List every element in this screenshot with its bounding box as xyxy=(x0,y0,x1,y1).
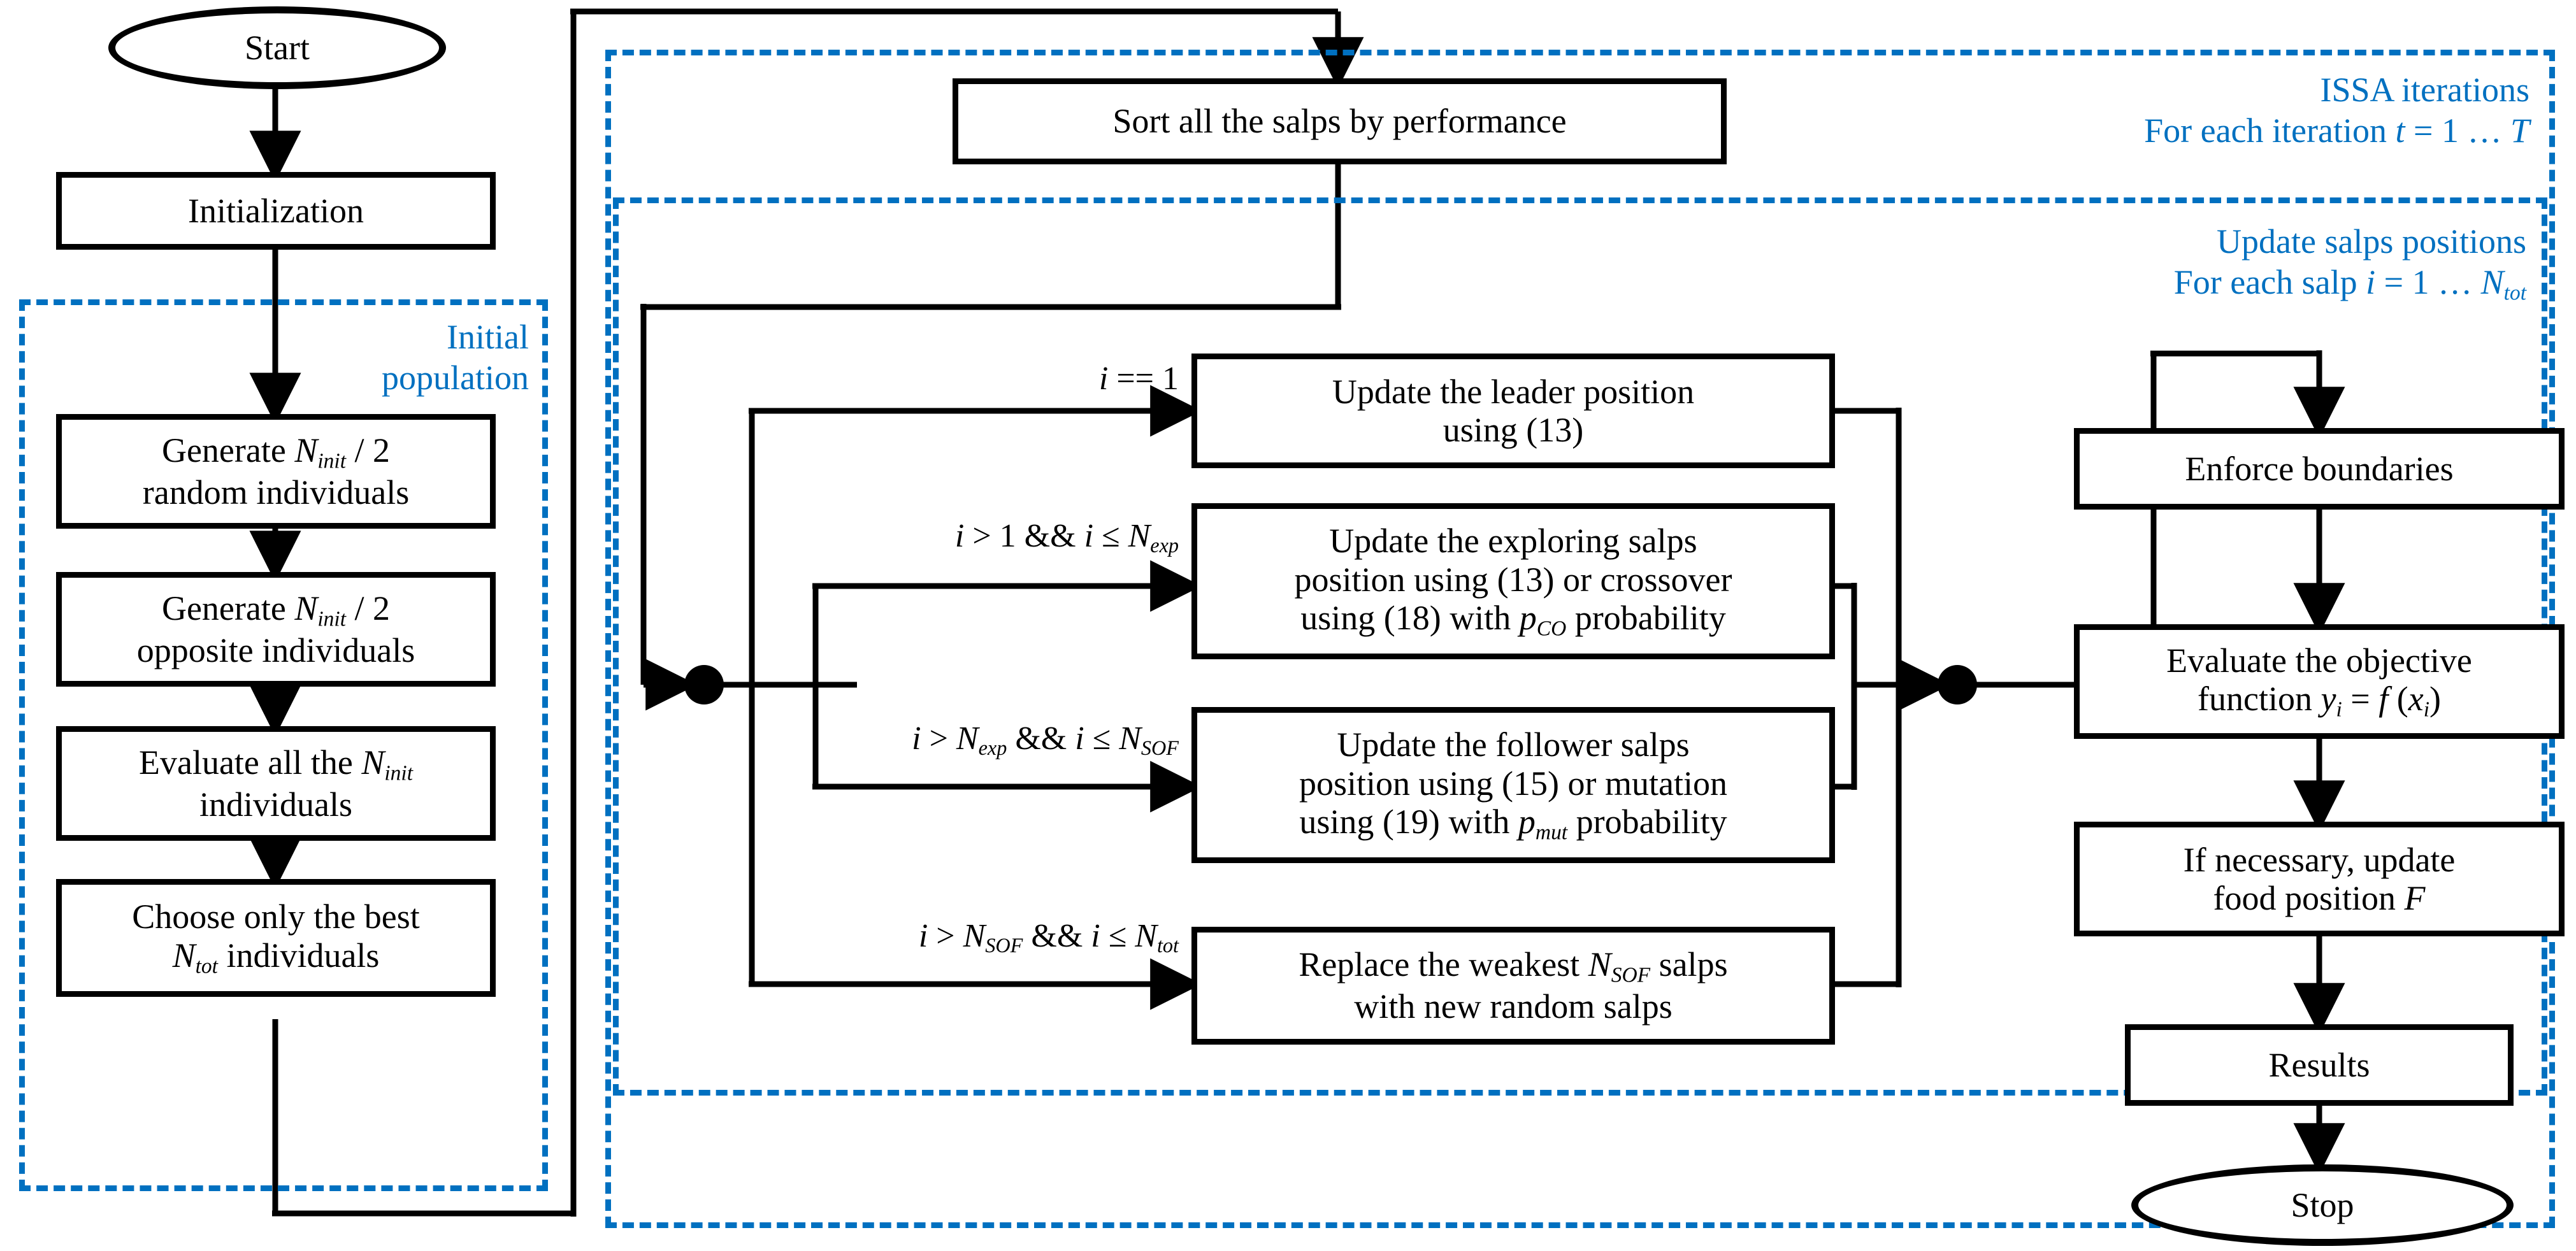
terminal-stop: Stop xyxy=(2131,1164,2514,1246)
edge-label-cond-replace: i > NSOF && i ≤ Ntot xyxy=(918,918,1179,957)
terminal-start-label: Start xyxy=(245,28,310,67)
node-line1: Choose only the best xyxy=(132,897,420,936)
node-line3: using (19) with pmut probability xyxy=(1299,803,1727,845)
junction-dot-left xyxy=(684,665,724,704)
node-enforce-boundaries: Enforce boundaries xyxy=(2074,428,2565,510)
node-results: Results xyxy=(2125,1024,2514,1106)
node-sort-all-salps: Sort all the salps by performance xyxy=(953,78,1727,164)
node-line1: Update the follower salps xyxy=(1337,726,1690,764)
node-line1: Update the leader position xyxy=(1332,372,1695,411)
node-line2: Ntot individuals xyxy=(172,936,380,978)
node-label: Initialization xyxy=(188,191,364,230)
node-line2: with new random salps xyxy=(1354,987,1673,1026)
node-line1: Evaluate the objective xyxy=(2166,641,2472,680)
node-replace-weakest-salps: Replace the weakest NSOF salps with new … xyxy=(1191,927,1835,1045)
edge-label-cond-leader: i == 1 xyxy=(1098,361,1179,397)
group-label-line2: For each salp i = 1 … Ntot xyxy=(2173,262,2526,305)
node-evaluate-all-individuals: Evaluate all the Ninit individuals xyxy=(56,726,496,841)
group-label-line2: For each iteration t = 1 … T xyxy=(2144,111,2529,150)
node-line2: individuals xyxy=(199,785,352,824)
terminal-stop-label: Stop xyxy=(2291,1185,2354,1224)
node-line2: random individuals xyxy=(142,473,410,511)
group-label-line1: ISSA iterations xyxy=(2320,71,2529,109)
node-update-leader-position: Update the leader position using (13) xyxy=(1191,354,1835,468)
group-label-line1: Initial xyxy=(447,318,529,356)
node-initialization: Initialization xyxy=(56,172,496,250)
node-update-follower-salps: Update the follower salps position using… xyxy=(1191,707,1835,863)
node-line1: Update the exploring salps xyxy=(1329,522,1697,561)
node-choose-only-best: Choose only the best Ntot individuals xyxy=(56,879,496,997)
node-generate-opposite-individuals: Generate Ninit / 2 opposite individuals xyxy=(56,572,496,687)
node-update-food-position: If necessary, update food position F xyxy=(2074,822,2565,936)
edge-label-cond-follower: i > Nexp && i ≤ NSOF xyxy=(912,720,1179,760)
group-label-initial-population: Initial population xyxy=(166,317,529,398)
group-label-update-salps-positions: Update salps positions For each salp i =… xyxy=(1835,222,2526,306)
node-line1: If necessary, update xyxy=(2183,840,2456,879)
node-line3: using (18) with pCO probability xyxy=(1300,599,1726,641)
group-label-issa-iterations: ISSA iterations For each iteration t = 1… xyxy=(1848,70,2529,151)
node-generate-random-individuals: Generate Ninit / 2 random individuals xyxy=(56,414,496,529)
node-line1: Evaluate all the Ninit xyxy=(138,743,413,785)
node-evaluate-objective-function: Evaluate the objective function yi = f (… xyxy=(2074,624,2565,739)
node-label: Enforce boundaries xyxy=(2185,449,2454,488)
group-label-line2: population xyxy=(382,358,529,397)
node-line1: Generate Ninit / 2 xyxy=(161,589,391,631)
node-line2: function yi = f (xi) xyxy=(2198,680,2441,722)
node-line2: position using (13) or crossover xyxy=(1294,560,1732,599)
group-initial-population xyxy=(19,299,548,1191)
node-line2: using (13) xyxy=(1443,411,1584,449)
node-line2: position using (15) or mutation xyxy=(1299,764,1727,803)
edge-label-cond-exploring: i > 1 && i ≤ Nexp xyxy=(954,518,1179,557)
node-label: Sort all the salps by performance xyxy=(1112,102,1567,141)
node-line1: Generate Ninit / 2 xyxy=(161,431,391,473)
terminal-start: Start xyxy=(108,6,446,89)
node-line1: Replace the weakest NSOF salps xyxy=(1299,945,1728,987)
node-line2: food position F xyxy=(2213,879,2426,917)
node-label: Results xyxy=(2268,1045,2370,1084)
group-label-line1: Update salps positions xyxy=(2217,222,2526,261)
junction-dot-right xyxy=(1938,665,1977,704)
node-update-exploring-salps: Update the exploring salps position usin… xyxy=(1191,503,1835,659)
node-line2: opposite individuals xyxy=(136,631,415,669)
